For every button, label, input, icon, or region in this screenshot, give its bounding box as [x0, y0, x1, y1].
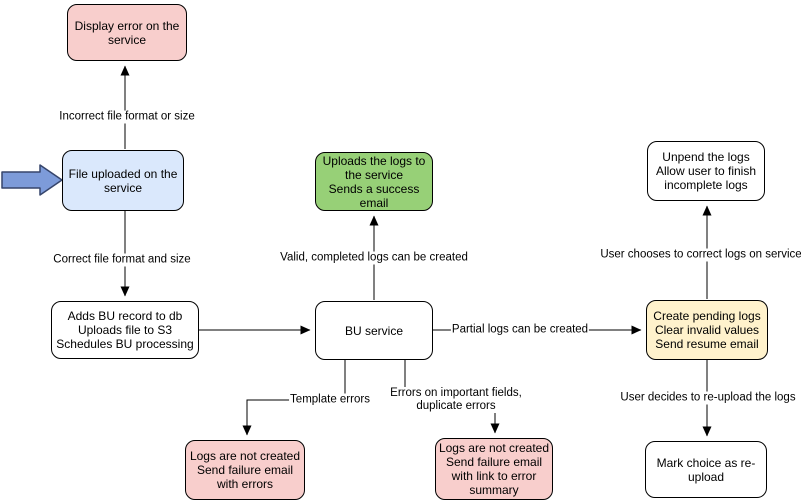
edge-label-valid-completed-text: Valid, completed logs can be created: [280, 251, 468, 264]
node-unpend-logs-text: Unpend the logs: [662, 150, 750, 164]
node-create-pending-logs-text: Create pending logs: [653, 309, 761, 323]
node-adds-bu-record-text: Schedules BU processing: [56, 337, 194, 351]
edge-label-partial-logs: Partial logs can be created: [450, 323, 590, 337]
node-uploads-logs-success-text: the service: [344, 167, 404, 182]
edge-label-user-reuploads-text: User decides to re-upload the logs: [620, 391, 796, 404]
node-logs-not-created-errors-text: Logs are not created: [189, 449, 301, 463]
edge-label-field-errors-text: duplicate errors: [416, 400, 496, 412]
node-unpend-logs-text: incomplete logs: [664, 178, 748, 192]
node-file-uploaded-text: service: [103, 180, 142, 195]
node-mark-choice-reupload-text: upload: [687, 469, 725, 484]
edge-label-user-reuploads: User decides to re-upload the logs: [619, 391, 797, 405]
edge-label-incorrect-format: Incorrect file format or size: [58, 110, 196, 124]
node-logs-not-created-summary-text: with link to error: [451, 469, 537, 483]
node-uploads-logs-success-text: email: [359, 195, 389, 210]
node-logs-not-created-summary-text: summary: [469, 483, 519, 497]
entry-block-arrow-icon: [1, 164, 63, 196]
edge-label-valid-completed: Valid, completed logs can be created: [279, 251, 469, 265]
edge-label-incorrect-format-text: Incorrect file format or size: [59, 110, 195, 123]
node-uploads-logs-success-text: Sends a success: [328, 181, 420, 196]
edge-label-correct-format: Correct file format and size: [52, 253, 192, 267]
edge-label-partial-logs-text: Partial logs can be created: [451, 323, 589, 336]
edge-label-template-errors: Template errors: [289, 393, 371, 407]
node-display-error-text: service: [107, 32, 146, 47]
node-bu-service: BU service: [315, 301, 433, 360]
node-logs-not-created-summary-text: Logs are not created: [438, 441, 550, 455]
edge-label-field-errors: Errors on important fields,duplicate err…: [389, 387, 523, 413]
node-logs-not-created-summary-text: Send failure email: [445, 455, 543, 469]
node-mark-choice-reupload-text: Mark choice as re-: [656, 455, 756, 470]
node-bu-service-text: BU service: [344, 323, 403, 338]
node-logs-not-created-errors-text: Send failure email: [196, 463, 294, 477]
node-create-pending-logs-text: Send resume email: [655, 337, 759, 351]
node-create-pending-logs-text: Clear invalid values: [654, 323, 760, 337]
node-adds-bu-record-text: Adds BU record to db: [67, 309, 183, 323]
node-logs-not-created-errors-text: with errors: [216, 477, 273, 491]
node-unpend-logs-text: Allow user to finish: [655, 164, 757, 178]
edge-label-user-corrects: User chooses to correct logs on service: [599, 248, 801, 262]
edge-label-field-errors-text: Errors on important fields,: [390, 387, 522, 399]
node-uploads-logs-success-text: Uploads the logs to: [322, 153, 426, 168]
edge-label-template-errors-text: Template errors: [290, 393, 370, 406]
node-adds-bu-record-text: Uploads file to S3: [77, 323, 173, 337]
edge-label-correct-format-text: Correct file format and size: [53, 253, 191, 266]
node-display-error-text: Display error on the: [74, 18, 180, 33]
node-file-uploaded-text: File uploaded on the: [68, 166, 178, 181]
edge-label-user-corrects-text: User chooses to correct logs on service: [600, 248, 801, 261]
node-mark-choice-reupload: Mark choice as re-upload: [645, 441, 767, 498]
